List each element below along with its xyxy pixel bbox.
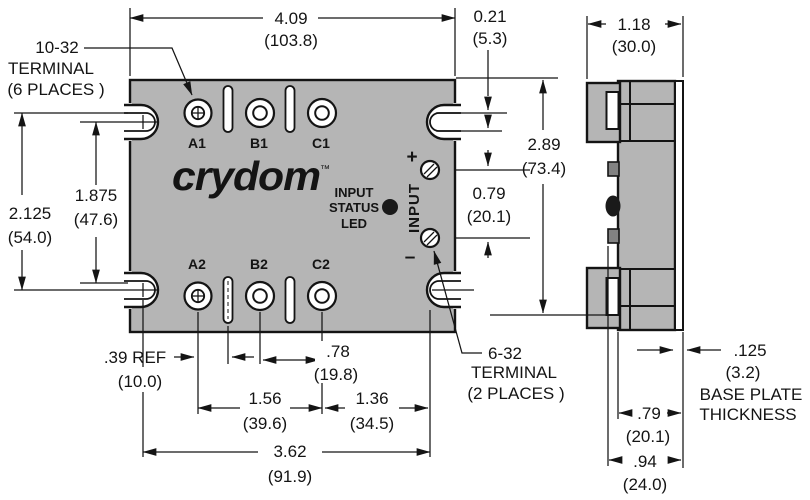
dim-ref-in: .39 REF xyxy=(104,348,166,367)
base-plate xyxy=(674,80,684,331)
terminal-a2[interactable] xyxy=(183,281,213,311)
dim-mount-v-mm: (54.0) xyxy=(8,228,52,247)
trademark-symbol: ™ xyxy=(320,164,330,175)
callout-1032-line3: (6 PLACES ) xyxy=(7,80,104,99)
dim-height-mm: (73.4) xyxy=(522,159,566,178)
dim-plate-mm: (3.2) xyxy=(726,363,761,382)
input-screw-negative[interactable] xyxy=(419,227,441,249)
dim-cs-in: 1.36 xyxy=(355,389,388,408)
terminal-c2[interactable] xyxy=(306,280,338,312)
dim-mount-h-in: 3.62 xyxy=(273,442,306,461)
front-view: A1 B1 C1 A2 B2 C2 crydom ™ INPUT STATUS … xyxy=(124,78,461,334)
callout-632-line2: TERMINAL xyxy=(471,363,557,382)
dim-input-gap-mm: (20.1) xyxy=(467,207,511,226)
channel-slots xyxy=(222,85,296,324)
led-label-input: INPUT xyxy=(335,185,374,200)
dim-bc-in: .78 xyxy=(326,342,350,361)
label-c2: C2 xyxy=(312,256,330,272)
led-label-led: LED xyxy=(341,216,367,231)
dim-total-d-mm: (24.0) xyxy=(623,475,667,494)
label-a2: A2 xyxy=(188,256,206,272)
callout-leaders xyxy=(84,47,482,354)
side-input-screw-top xyxy=(607,161,620,177)
status-led xyxy=(382,199,398,215)
callout-632-line1: 6-32 xyxy=(488,344,522,363)
dim-slot-in: 0.21 xyxy=(473,7,506,26)
label-b2: B2 xyxy=(250,256,268,272)
dim-body-d-mm: (20.1) xyxy=(626,427,670,446)
dim-ac-in: 1.56 xyxy=(248,389,281,408)
dim-ac-mm: (39.6) xyxy=(243,414,287,433)
dim-ref-mm: (10.0) xyxy=(118,372,162,391)
callout-baseplate-line1: BASE PLATE xyxy=(700,385,803,404)
dim-mount-v-in: 2.125 xyxy=(9,204,52,223)
dim-mount-h-mm: (91.9) xyxy=(268,467,312,486)
terminal-a1[interactable] xyxy=(183,98,213,128)
dim-total-d-in: .94 xyxy=(633,452,657,471)
terminal-b1[interactable] xyxy=(244,97,276,129)
dim-width-in: 4.09 xyxy=(274,9,307,28)
crydom-logo: crydom xyxy=(172,153,320,199)
dim-term-v-mm: (47.6) xyxy=(74,210,118,229)
side-input-screw-bottom xyxy=(607,228,620,244)
side-led-bump xyxy=(605,195,621,217)
terminal-c1[interactable] xyxy=(306,97,338,129)
dim-slot-mm: (5.3) xyxy=(473,29,508,48)
dim-width-mm: (103.8) xyxy=(264,31,318,50)
dim-input-gap-in: 0.79 xyxy=(472,184,505,203)
dim-term-v-in: 1.875 xyxy=(75,186,118,205)
input-plus-sign: + xyxy=(406,147,417,168)
callout-632-line3: (2 PLACES ) xyxy=(467,384,564,403)
dim-height-in: 2.89 xyxy=(527,135,560,154)
input-minus-sign: – xyxy=(405,247,416,268)
dim-cs-mm: (34.5) xyxy=(350,414,394,433)
terminal-b2[interactable] xyxy=(244,280,276,312)
side-body xyxy=(616,79,677,332)
label-b1: B1 xyxy=(250,135,268,151)
dim-body-d-in: .79 xyxy=(637,404,661,423)
callout-text: 10-32 TERMINAL (6 PLACES ) 6-32 TERMINAL… xyxy=(7,38,802,424)
side-view xyxy=(585,79,684,332)
dim-bc-mm: (19.8) xyxy=(314,365,358,384)
input-screw-positive[interactable] xyxy=(419,159,441,181)
callout-1032-line2: TERMINAL xyxy=(8,59,94,78)
extension-lines xyxy=(14,8,684,468)
callout-baseplate-line2: THICKNESS xyxy=(699,405,796,424)
dim-depth-mm: (30.0) xyxy=(612,37,656,56)
led-label-status: STATUS xyxy=(329,200,379,215)
label-c1: C1 xyxy=(312,135,330,151)
dim-depth-in: 1.18 xyxy=(617,15,650,34)
side-slot-top xyxy=(605,91,620,130)
dimension-text: 4.09 (103.8) 0.21 (5.3) 1.18 (30.0) 2.12… xyxy=(8,7,767,494)
input-label-vertical: INPUT xyxy=(406,183,423,233)
dim-plate-in: .125 xyxy=(733,341,766,360)
dimension-lines xyxy=(18,14,721,464)
label-a1: A1 xyxy=(188,135,206,151)
callout-1032-line1: 10-32 xyxy=(35,38,78,57)
